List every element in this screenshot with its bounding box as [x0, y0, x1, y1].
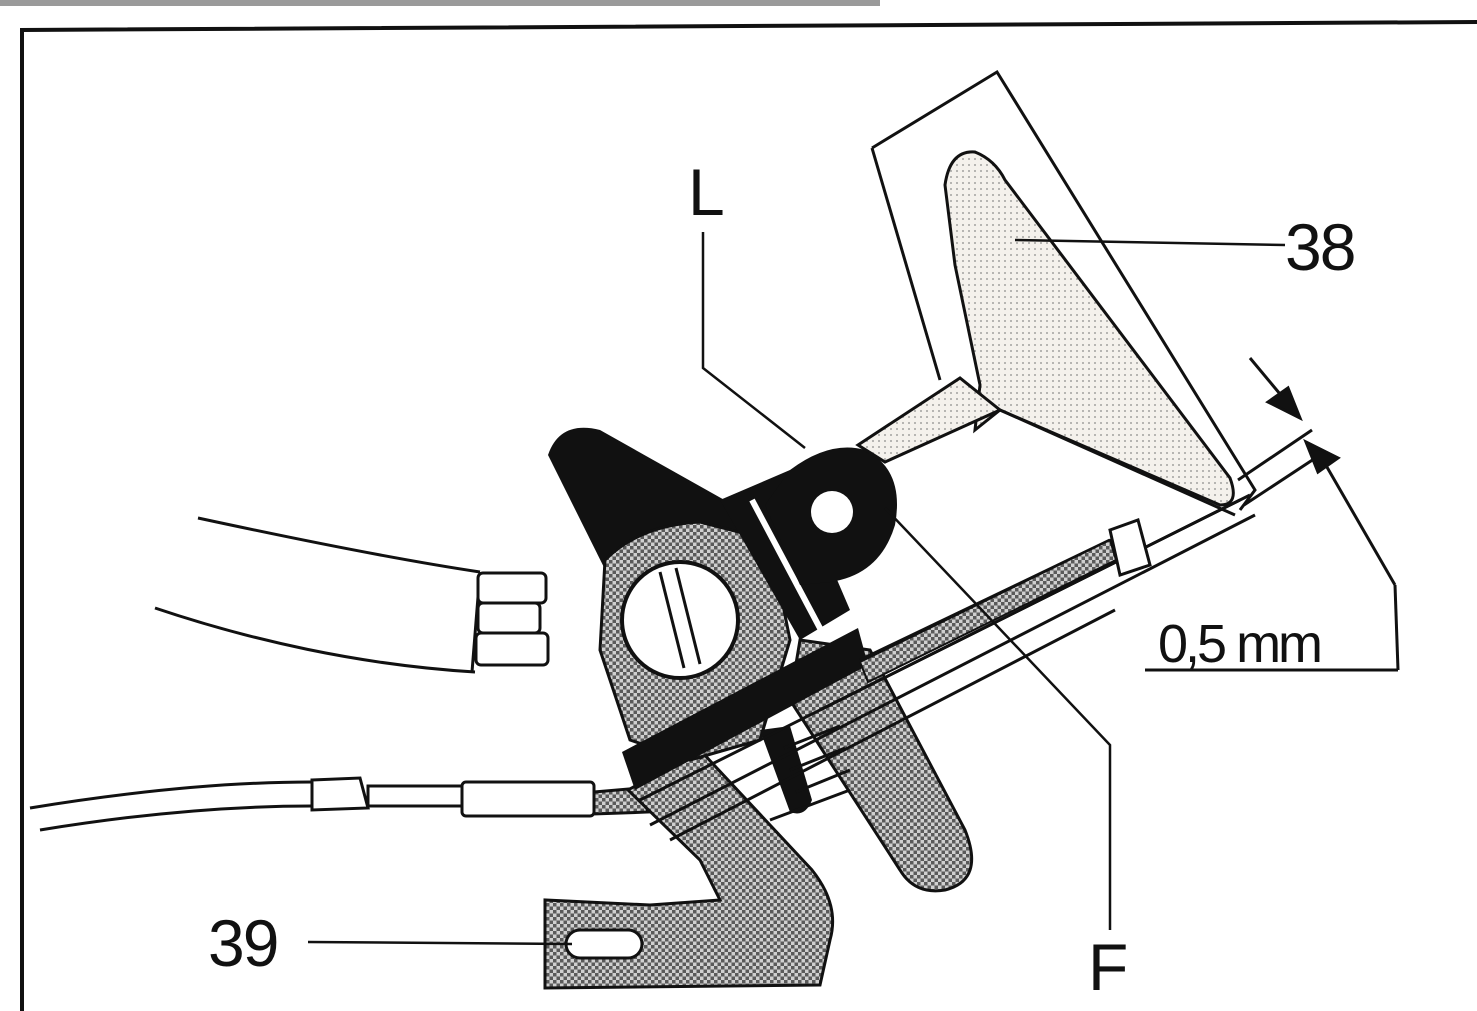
label-39: 39 [208, 906, 277, 980]
rod-collar [1108, 518, 1152, 577]
leader-39 [307, 940, 573, 946]
lower-cable-sleeves [310, 776, 651, 818]
screw-head [620, 560, 740, 680]
flag-38 [855, 150, 1236, 517]
label-38: 38 [1285, 210, 1354, 284]
clamp-block [598, 520, 792, 762]
locking-pin [760, 724, 851, 822]
leader-F [884, 507, 1112, 930]
cropped-caption-line [0, 0, 880, 6]
label-F: F [1088, 930, 1126, 1004]
clamp-band [622, 470, 868, 790]
leader-38 [1014, 238, 1286, 247]
upper-cable [154, 516, 482, 674]
label-L: L [688, 155, 723, 229]
pivot-eyelet-L [765, 447, 897, 585]
housing-plate [870, 69, 1257, 511]
gap-dimension [1145, 357, 1400, 672]
bracket-39 [543, 748, 835, 990]
figure-frame [20, 20, 1477, 1011]
leader-L [701, 232, 806, 449]
leader-lines [307, 232, 1286, 946]
lower-cable [29, 780, 313, 832]
upper-cable-terminals [474, 571, 550, 667]
mounting-slot [564, 928, 644, 960]
threaded-rod [858, 538, 1118, 684]
label-gap: 0,5 mm [1158, 614, 1320, 674]
